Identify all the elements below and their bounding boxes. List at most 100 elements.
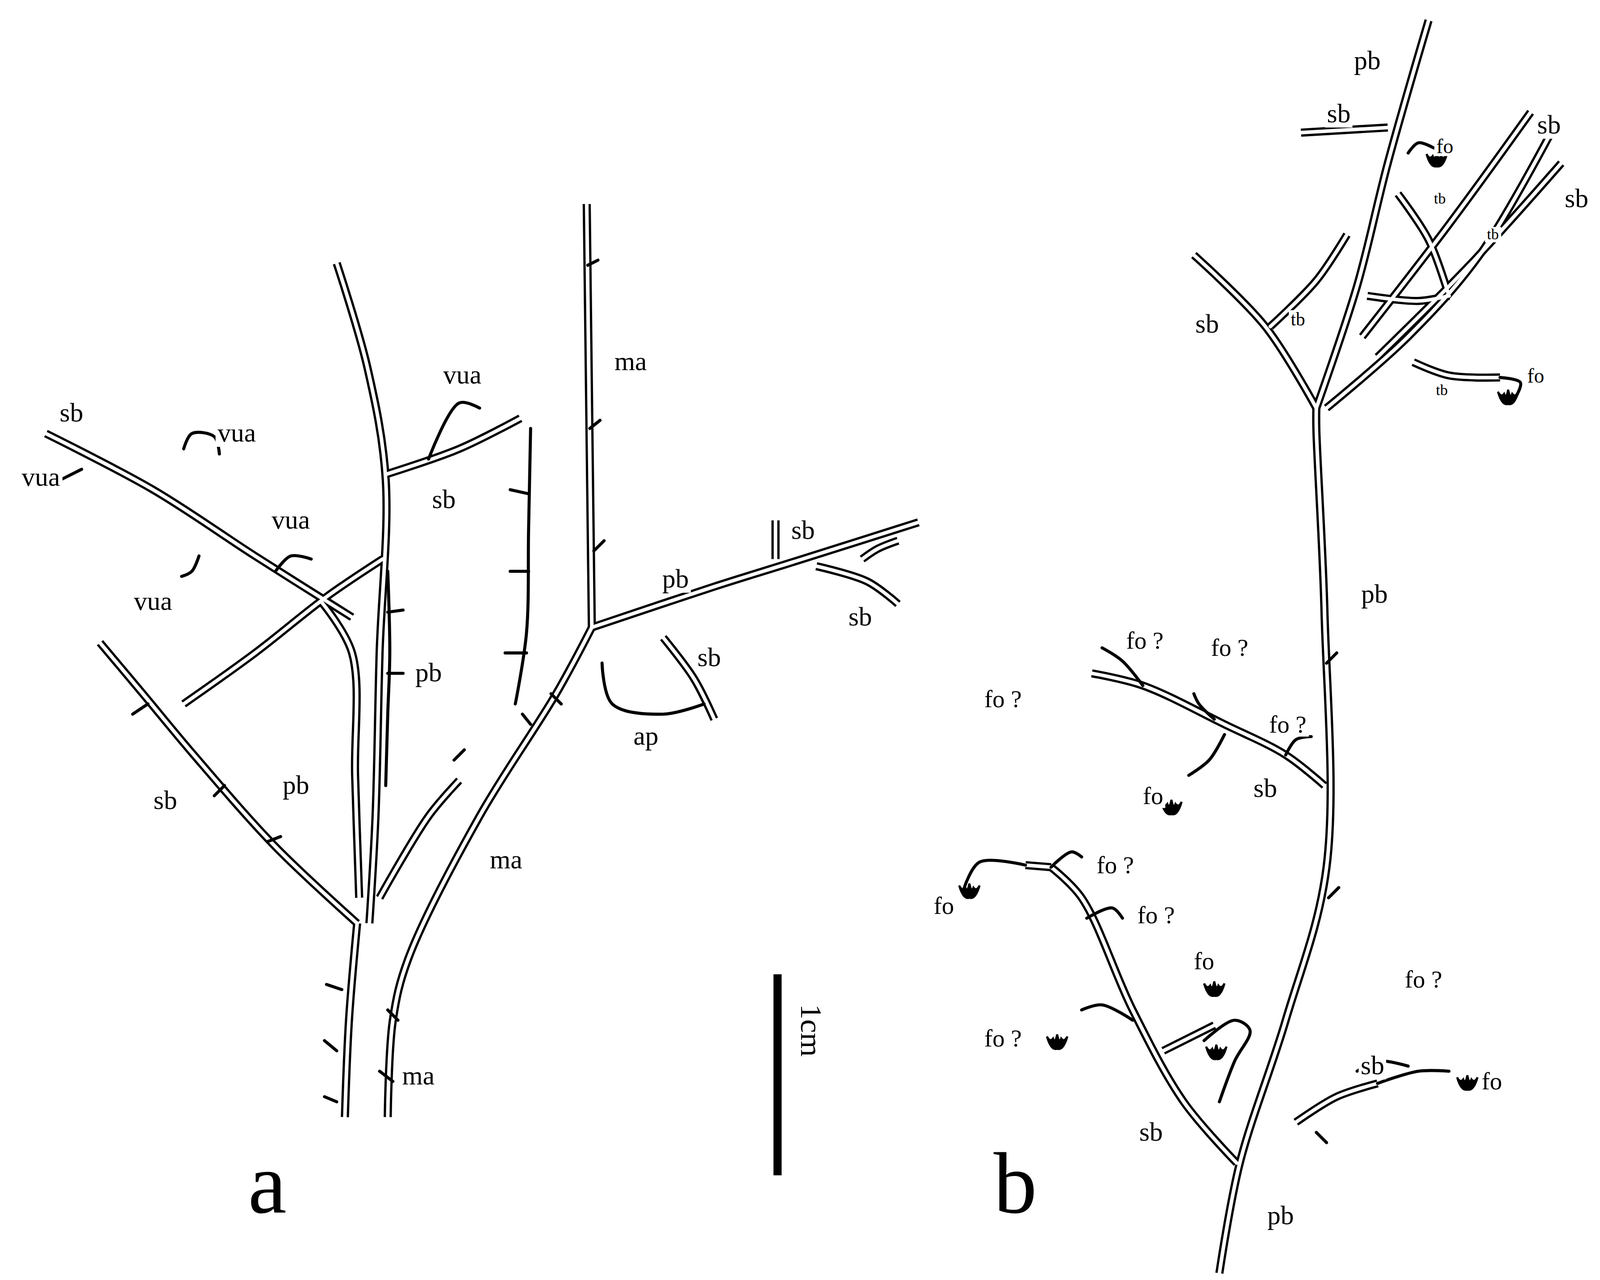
branch-outline: [1377, 163, 1562, 358]
part-label: fo ?: [1094, 852, 1137, 878]
branch-spine: [1377, 1070, 1450, 1084]
branch-interior: [773, 520, 778, 560]
branch-outline: [387, 627, 592, 1118]
part-label: ap: [631, 723, 661, 750]
branch-spine: [267, 836, 281, 842]
branch-spine: [387, 1010, 398, 1021]
branch-outline: [1091, 673, 1325, 786]
branch-interior: [100, 643, 358, 924]
branch-interior: [1051, 867, 1237, 1164]
branch-interior: [816, 566, 899, 605]
branch-outline: [1270, 234, 1347, 327]
branch-outline: [1219, 408, 1331, 1274]
branch-outline: [385, 418, 521, 475]
part-label: pb: [280, 772, 312, 799]
part-label: vua: [215, 420, 259, 447]
part-label: fo: [1479, 1069, 1504, 1095]
branch-spine: [61, 469, 82, 480]
branch-spine: [1407, 142, 1434, 154]
part-label: fo ?: [1266, 712, 1309, 737]
branch-outline: [1295, 1083, 1378, 1123]
branch-interior: [1091, 673, 1325, 786]
part-label: tb: [1484, 226, 1501, 243]
branch-spine: [214, 785, 225, 797]
branch-spine: [1102, 647, 1143, 686]
branch-interior: [1398, 193, 1450, 297]
part-label: pb: [413, 660, 444, 687]
branch-outline: [336, 263, 387, 924]
branch-outline: [586, 204, 592, 628]
branch-spine: [964, 860, 1026, 888]
branch-interior: [1219, 408, 1331, 1274]
branch-interior: [45, 433, 353, 618]
branch-spine: [1086, 907, 1123, 919]
part-label: sb: [789, 517, 817, 544]
part-label: fo ?: [1208, 635, 1251, 661]
branch-outline: [862, 540, 899, 560]
fertile-organ: [959, 883, 980, 899]
branch-spine: [1316, 1132, 1327, 1143]
branch-spine: [385, 571, 390, 786]
branch-spine: [387, 609, 403, 613]
part-label: sb: [846, 604, 874, 631]
part-label: sb: [1193, 311, 1221, 338]
part-label: tb: [1433, 383, 1450, 399]
scale-bar-label: 1cm: [795, 1002, 827, 1059]
branch-interior: [387, 627, 592, 1118]
part-label: sb: [151, 787, 180, 815]
branch-interior: [344, 923, 357, 1118]
part-label: fo: [1434, 135, 1456, 157]
branch-spine: [1188, 734, 1225, 776]
branch-spine: [515, 428, 531, 705]
branch-outline: [771, 520, 780, 560]
part-label: vua: [131, 588, 175, 615]
part-label: fo: [931, 893, 957, 919]
branch-spine: [326, 984, 342, 990]
part-label: vua: [269, 507, 313, 534]
part-label: sb: [695, 644, 723, 672]
fertile-organ: [1046, 1034, 1068, 1050]
branch-interior: [862, 540, 899, 560]
part-label: sb: [1137, 1119, 1166, 1146]
branch-interior: [586, 204, 592, 628]
branch-spine: [505, 651, 527, 655]
part-label: pb: [1352, 47, 1383, 75]
branch-outline: [816, 566, 899, 605]
part-label: vua: [441, 362, 484, 389]
branch-interior: [1367, 296, 1450, 301]
fertile-organ: [1497, 389, 1519, 405]
branch-spine: [1194, 693, 1215, 720]
part-label: ma: [400, 1063, 437, 1090]
branch-outline: [379, 780, 460, 899]
branch-interior: [1377, 163, 1562, 358]
branch-interior: [1295, 1083, 1378, 1123]
part-label: tb: [1288, 310, 1308, 329]
part-label: vua: [19, 464, 63, 491]
branch-outline: [1025, 865, 1052, 868]
branch-outline: [1413, 362, 1500, 378]
scale-bar: [773, 974, 782, 1176]
branch-spine: [1203, 1020, 1250, 1103]
part-label: fo: [1524, 365, 1546, 386]
branch-spine: [589, 420, 601, 429]
branch-spine: [587, 260, 598, 266]
branch-spine: [551, 693, 562, 705]
branch-interior: [379, 780, 460, 899]
branch-spine: [1328, 887, 1339, 899]
part-label: sb: [1251, 775, 1280, 803]
branch-spine: [324, 1040, 337, 1052]
branch-spine: [1081, 1005, 1133, 1021]
branch-spine: [387, 672, 403, 676]
part-label: ma: [488, 847, 525, 874]
branch-spine: [522, 714, 531, 725]
branch-spine: [324, 1096, 337, 1102]
branch-interior: [1025, 865, 1052, 868]
branch-outline: [321, 601, 360, 899]
branch-interior: [321, 601, 360, 899]
branch-spine: [1326, 652, 1337, 664]
part-label: ma: [612, 348, 649, 376]
part-label: sb: [1562, 185, 1591, 213]
part-label: tb: [1431, 191, 1448, 207]
branch-interior: [1300, 127, 1388, 133]
part-label: fo: [1140, 783, 1166, 809]
